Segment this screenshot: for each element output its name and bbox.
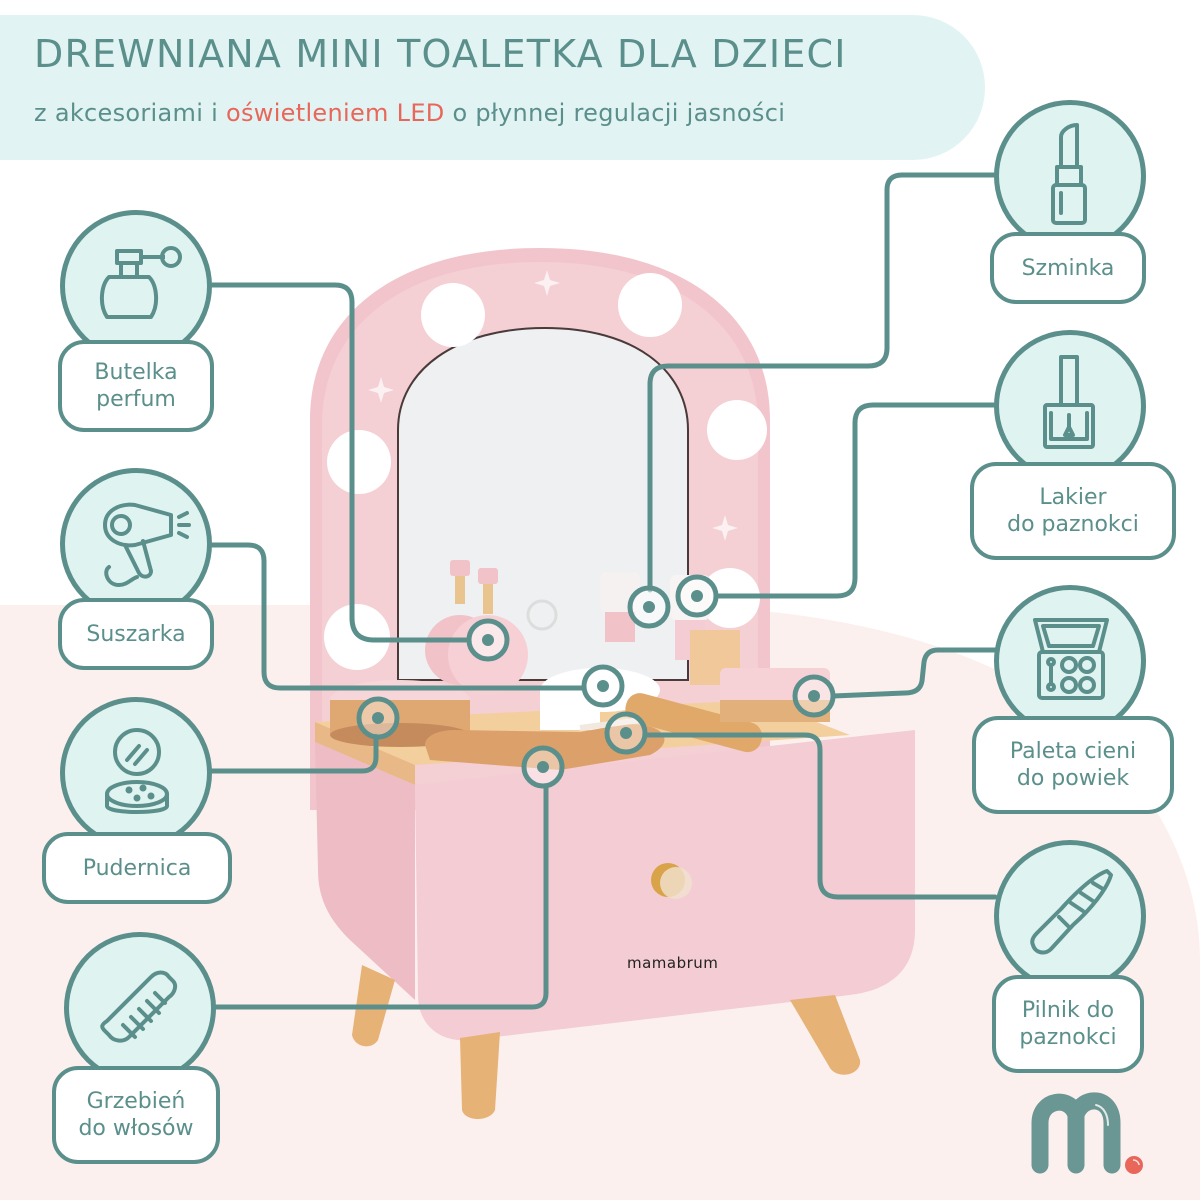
callout-perfume-label: Butelka perfum bbox=[58, 340, 214, 432]
callout-nailpolish-line2: do paznokci bbox=[1007, 512, 1139, 537]
subtitle-text: z akcesoriami i bbox=[34, 99, 226, 127]
callout-nailfile-line1: Pilnik do bbox=[1021, 998, 1115, 1023]
callout-comb-label: Grzebień do włosów bbox=[52, 1066, 220, 1164]
callout-powder-line1: Pudernica bbox=[82, 855, 192, 881]
callout-lipstick-label: Szminka bbox=[990, 232, 1146, 304]
callout-nailfile-line2: paznokci bbox=[1019, 1025, 1117, 1050]
connector-lines bbox=[205, 172, 998, 1010]
page-subtitle: z akcesoriami i oświetleniem LED o płynn… bbox=[34, 99, 785, 127]
callout-comb-line2: do włosów bbox=[78, 1116, 194, 1141]
callout-palette-label: Paleta cieni do powiek bbox=[972, 716, 1174, 814]
comb-icon bbox=[100, 970, 178, 1043]
perfume-bottle-icon bbox=[100, 246, 182, 319]
callout-nailpolish-label: Lakier do paznokci bbox=[970, 462, 1176, 560]
callout-perfume-line2: perfum bbox=[96, 387, 176, 412]
callout-powder-label: Pudernica bbox=[42, 832, 232, 904]
powder-compact-icon bbox=[105, 728, 169, 814]
callout-dryer-circle bbox=[60, 468, 212, 620]
nail-polish-icon bbox=[1043, 355, 1095, 449]
callout-lipstick-circle bbox=[994, 100, 1146, 252]
callout-comb-circle bbox=[64, 932, 216, 1084]
accessories bbox=[330, 560, 830, 770]
lipstick-icon bbox=[1051, 123, 1087, 225]
callout-palette-line2: do powiek bbox=[1016, 766, 1130, 791]
callout-perfume-circle bbox=[60, 210, 212, 362]
callout-nailfile-circle bbox=[994, 840, 1146, 992]
subtitle-text-end: o płynnej regulacji jasności bbox=[444, 99, 786, 127]
callout-perfume-line1: Butelka bbox=[94, 360, 178, 385]
callout-palette-circle bbox=[994, 585, 1146, 737]
brand-logo bbox=[1031, 1092, 1143, 1174]
page-title: DREWNIANA MINI TOALETKA DLA DZIECI bbox=[34, 32, 847, 76]
callout-comb-line1: Grzebień bbox=[86, 1089, 186, 1114]
callout-nailpolish-circle bbox=[994, 330, 1146, 482]
callout-nailpolish-line1: Lakier bbox=[1039, 485, 1107, 510]
callout-dryer-label: Suszarka bbox=[58, 598, 214, 670]
hair-dryer-icon bbox=[103, 502, 191, 587]
nail-file-icon bbox=[1030, 869, 1113, 955]
subtitle-highlight: oświetleniem LED bbox=[226, 99, 445, 127]
callout-nailfile-label: Pilnik do paznokci bbox=[992, 975, 1144, 1073]
callout-dryer-line1: Suszarka bbox=[86, 621, 186, 647]
callout-powder-circle bbox=[60, 697, 212, 849]
header-banner bbox=[0, 15, 985, 160]
vanity-drawer bbox=[315, 730, 915, 1119]
brand-imprint: mamabrum bbox=[627, 954, 719, 972]
callout-palette-line1: Paleta cieni bbox=[1009, 739, 1137, 764]
callout-lipstick-line1: Szminka bbox=[1021, 255, 1115, 281]
eyeshadow-palette-icon bbox=[1033, 618, 1109, 700]
